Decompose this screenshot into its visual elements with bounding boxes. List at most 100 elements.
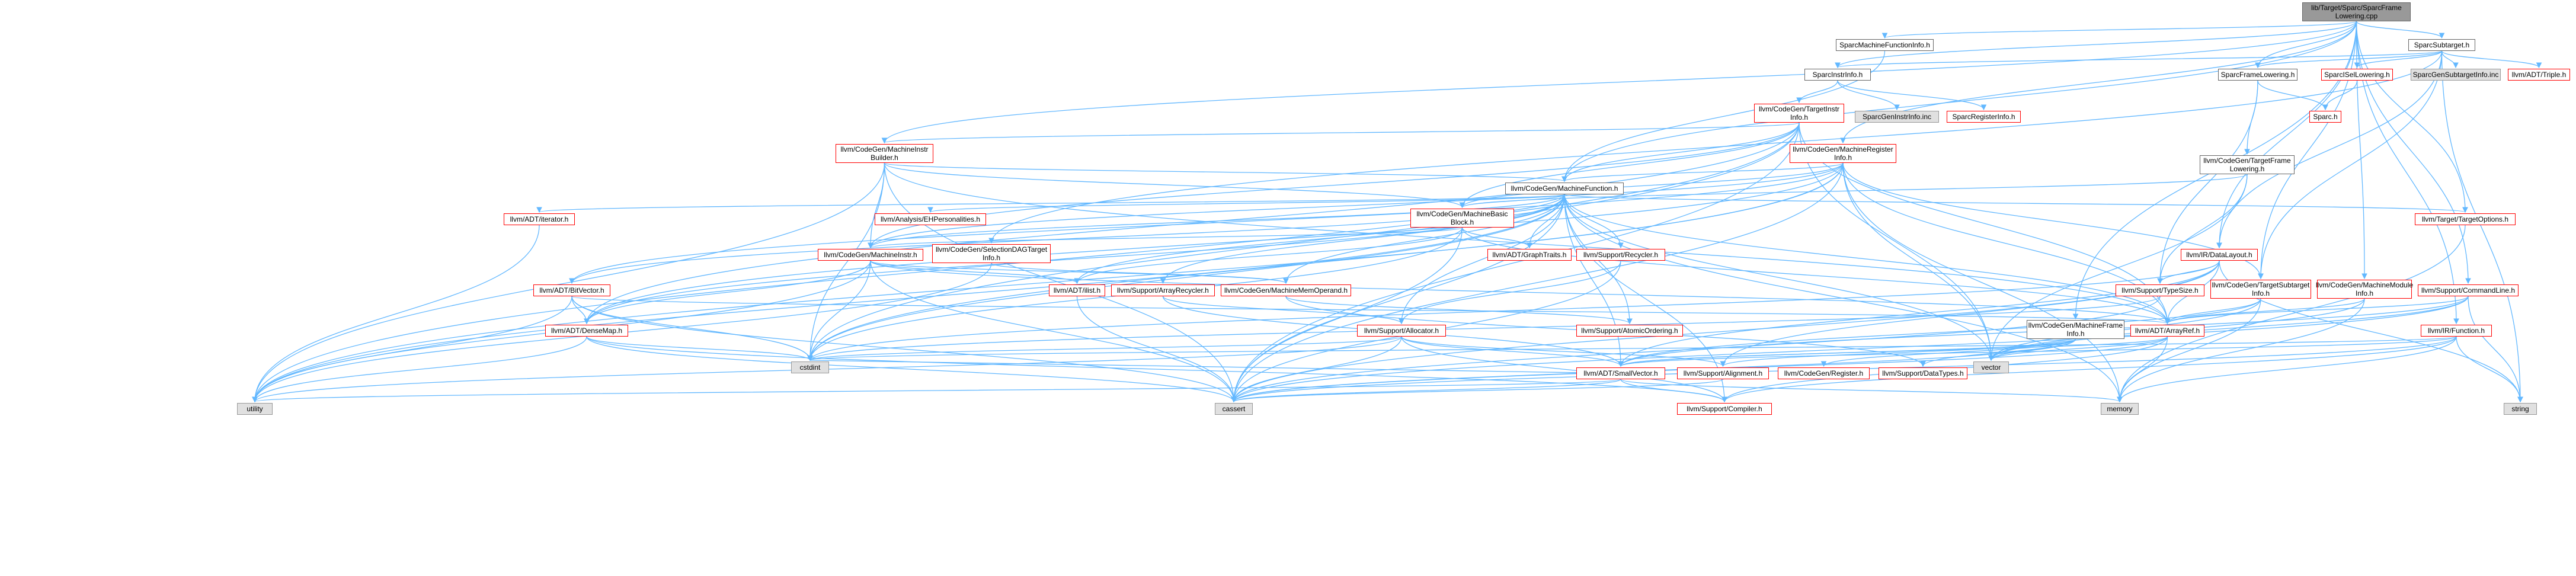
node-string[interactable]: string [2504,403,2537,415]
node-target-options[interactable]: llvm/Target/TargetOptions.h [2415,213,2516,225]
node-sparc-register-info[interactable]: SparcRegisterInfo.h [1947,111,2021,123]
node-codegen-register[interactable]: llvm/CodeGen/Register.h [1778,367,1870,379]
edge-arrowhead [1283,278,1289,284]
node-support-command-line[interactable]: llvm/Support/CommandLine.h [2418,284,2519,296]
node-cassert[interactable]: cassert [1215,403,1253,415]
edge-BitVector-to-cstdint [571,296,811,361]
node-support-atomic-ordering[interactable]: llvm/Support/AtomicOrdering.h [1576,325,1683,337]
edge-arrowhead [2536,62,2542,69]
edge-MachineRegisterInfo-to-memory [1842,162,2120,402]
node-machine-register-info[interactable]: llvm/CodeGen/MachineRegister Info.h [1790,144,1896,163]
node-ir-function[interactable]: llvm/IR/Function.h [2421,325,2492,337]
node-adt-iterator[interactable]: llvm/ADT/iterator.h [504,213,575,225]
edge-iterator-to-utility [254,225,540,402]
edge-MachineBasicBlock-to-cassert [1233,227,1463,402]
edge-root-to-TargetSubtargetInfo [2260,21,2357,279]
node-ir-data-layout[interactable]: llvm/IR/DataLayout.h [2181,249,2258,261]
edge-MachineRegisterInfo-to-MachineFunction [1564,162,1844,182]
edge-arrowhead [2453,318,2459,325]
edge-arrowhead [1720,361,1726,367]
node-adt-graph-traits[interactable]: llvm/ADT/GraphTraits.h [1487,249,1572,261]
edge-TargetInstrInfo-to-MachineInstrBuilder [884,122,1800,143]
edge-DataLayout-to-SmallVector [1620,260,2220,367]
edge-DenseMap-to-Compiler [586,336,1725,402]
edge-Alignment-to-cassert [1233,379,1724,402]
node-target-instr-info[interactable]: llvm/CodeGen/TargetInstr Info.h [1754,104,1844,123]
edge-DenseMap-to-utility [254,336,587,402]
node-machine-function[interactable]: llvm/CodeGen/MachineFunction.h [1505,183,1624,194]
node-eh-personalities[interactable]: llvm/Analysis/EHPersonalities.h [875,213,986,225]
node-target-frame-lowering[interactable]: llvm/CodeGen/TargetFrame Lowering.h [2200,155,2295,174]
edge-MachineBasicBlock-to-MachineInstr [870,227,1463,248]
node-adt-small-vector[interactable]: llvm/ADT/SmallVector.h [1576,367,1665,379]
node-sparc-gen-subtarget-info[interactable]: SparcGenSubtargetInfo.inc [2411,69,2501,81]
node-machine-frame-info[interactable]: llvm/CodeGen/MachineFrame Info.h [2027,320,2124,339]
edge-MachineFunction-to-Compiler [1564,194,1725,402]
edge-arrowhead [2216,242,2222,249]
edge-TargetInstrInfo-to-MachineBasicBlock [1461,122,1800,208]
edge-MachineRegisterInfo-to-utility [254,162,1844,402]
node-machine-basic-block[interactable]: llvm/CodeGen/MachineBasic Block.h [1410,209,1514,228]
edge-Allocator-to-Compiler [1401,336,1725,402]
node-sparc-frame-lowering[interactable]: SparcFrameLowering.h [2218,69,2297,81]
node-vector[interactable]: vector [1973,361,2009,373]
edge-DenseMap-to-cstdint [586,336,811,361]
node-support-type-size[interactable]: llvm/Support/TypeSize.h [2116,284,2204,296]
edge-MachineFunction-to-MachineMemOperand [1285,194,1565,284]
edge-SmallVector-to-Compiler [1620,379,1725,402]
node-sparc-machine-function-info[interactable]: SparcMachineFunctionInfo.h [1836,39,1934,51]
edge-MachineFrameInfo-to-Alignment [1722,338,2076,367]
edge-root-to-SparcMFI [1884,21,2357,39]
node-sparc-subtarget[interactable]: SparcSubtarget.h [2408,39,2475,51]
edge-arrowhead [1618,361,1624,367]
node-adt-dense-map[interactable]: llvm/ADT/DenseMap.h [545,325,628,337]
edge-arrowhead [1527,242,1532,249]
node-support-allocator[interactable]: llvm/Support/Allocator.h [1357,325,1446,337]
node-memory[interactable]: memory [2101,403,2139,415]
node-support-compiler[interactable]: llvm/Support/Compiler.h [1677,403,1772,415]
edge-arrowhead [1988,355,1994,361]
node-adt-bit-vector[interactable]: llvm/ADT/BitVector.h [533,284,610,296]
node-machine-instr[interactable]: llvm/CodeGen/MachineInstr.h [818,249,923,261]
edge-root-to-SparcSubtarget [2356,21,2443,39]
node-sparc-instr-info[interactable]: SparcInstrInfo.h [1804,69,1871,81]
edge-root-to-DataLayout [2219,21,2357,248]
node-sparc-gen-instr-info[interactable]: SparcGenInstrInfo.inc [1855,111,1939,123]
node-machine-mem-operand[interactable]: llvm/CodeGen/MachineMemOperand.h [1221,284,1351,296]
edge-MachineInstr-to-cassert [870,260,1234,402]
node-sparc-isel-lowering[interactable]: SparcISelLowering.h [2321,69,2393,81]
edge-MachineFunction-to-TargetOptions [1564,194,2466,213]
node-support-array-recycler[interactable]: llvm/Support/ArrayRecycler.h [1111,284,1215,296]
node-adt-triple[interactable]: llvm/ADT/Triple.h [2508,69,2570,81]
edge-MachineInstrBuilder-to-MachineFunction [884,162,1565,182]
node-machine-module-info[interactable]: llvm/CodeGen/MachineModule Info.h [2315,280,2414,299]
node-cstdint[interactable]: cstdint [791,361,829,373]
edge-MachineRegisterInfo-to-DenseMap [586,162,1844,324]
edge-arrowhead [1796,97,1802,104]
edge-MachineInstrBuilder-to-MachineInstr [870,162,885,248]
edge-arrowhead [2258,273,2264,280]
edge-arrowhead [927,207,933,213]
edge-DenseMap-to-cassert [586,336,1234,402]
node-support-recycler[interactable]: llvm/Support/Recycler.h [1576,249,1665,261]
edge-MachineRegisterInfo-to-BitVector [571,162,1844,284]
node-support-alignment[interactable]: llvm/Support/Alignment.h [1677,367,1769,379]
node-support-data-types[interactable]: llvm/Support/DataTypes.h [1879,367,1967,379]
edge-arrowhead [1894,104,1900,111]
edge-MachineFrameInfo-to-vector [1991,338,2076,361]
node-sparc-h[interactable]: Sparc.h [2309,111,2341,123]
node-adt-ilist[interactable]: llvm/ADT/ilist.h [1049,284,1105,296]
node-selection-dag-target-info[interactable]: llvm/CodeGen/SelectionDAGTarget Info.h [932,244,1051,263]
edge-arrowhead [1840,137,1846,144]
node-adt-array-ref[interactable]: llvm/ADT/ArrayRef.h [2130,325,2204,337]
edge-root-to-SparcInstrInfo [1837,21,2357,68]
node-utility[interactable]: utility [237,403,273,415]
edge-TargetInstrInfo-to-MachineInstr [870,122,1800,248]
edge-root-to-IRFunction [2356,21,2457,324]
edge-MachineFrameInfo-to-Register [1823,338,2076,367]
edge-SelectionDAGTargetInfo-to-MachineMemOperand [991,263,1287,284]
node-machine-instr-builder[interactable]: llvm/CodeGen/MachineInstr Builder.h [836,144,933,163]
node-target-subtarget-info[interactable]: llvm/CodeGen/TargetSubtarget Info.h [2210,280,2311,299]
edge-SparcSubtarget-to-SparcISelLowering [2356,50,2443,68]
